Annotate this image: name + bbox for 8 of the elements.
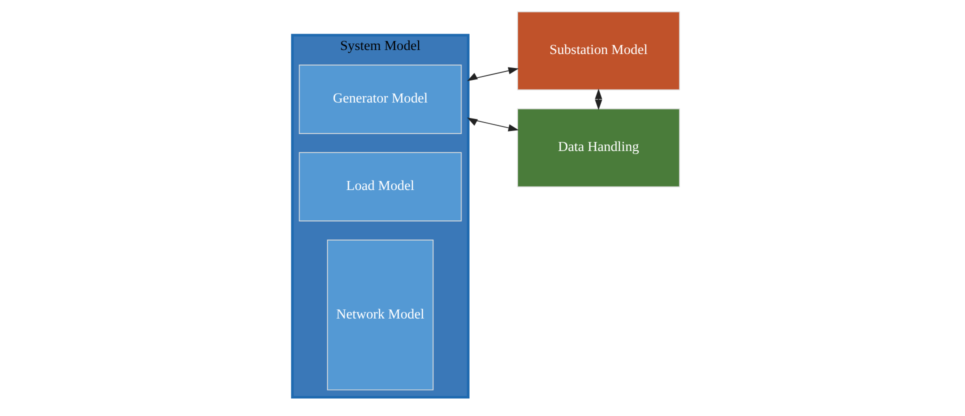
node-box: Generator Model: [298, 64, 462, 134]
arrow: [467, 118, 519, 132]
arrow: [467, 67, 519, 82]
node-box: Load Model: [298, 152, 462, 222]
arrow: [594, 88, 602, 110]
node-box: Substation Model: [517, 11, 680, 90]
node-box: Data Handling: [517, 108, 680, 188]
node-box: Network Model: [327, 240, 434, 390]
